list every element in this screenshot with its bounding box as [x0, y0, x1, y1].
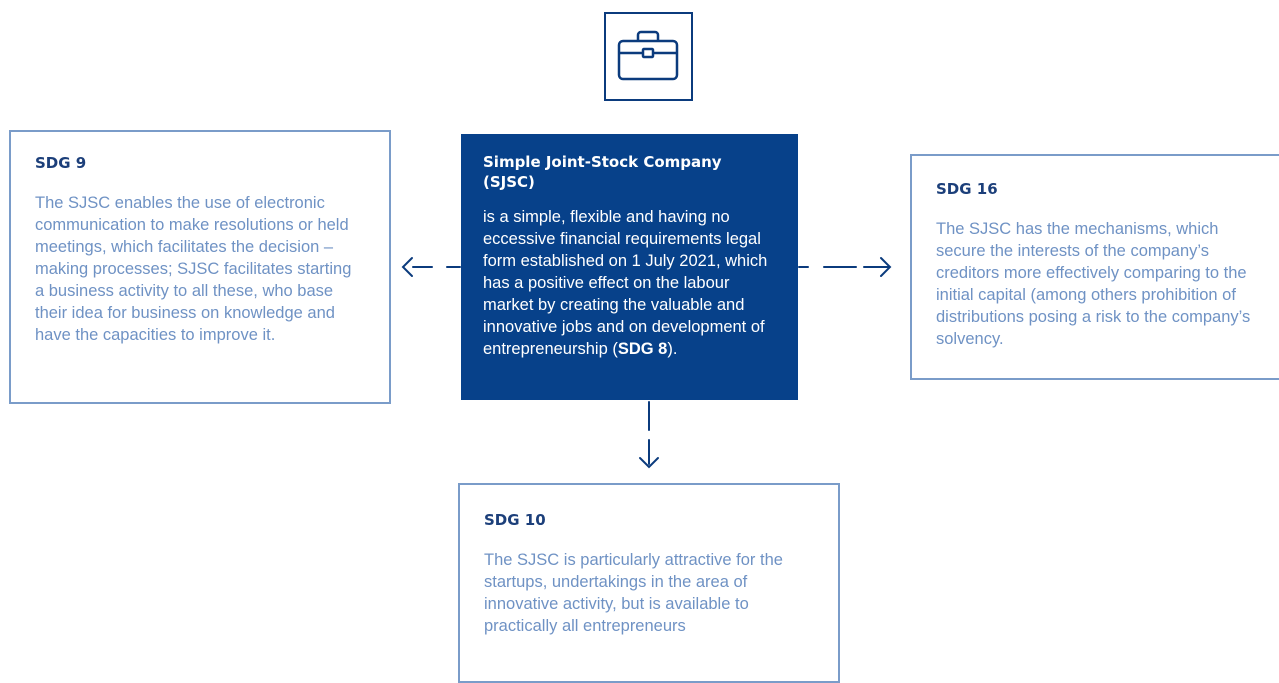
central-text-main: is a simple, flexible and having no ecce… [483, 208, 768, 358]
sdg-16-text: The SJSC has the mechanisms, which secur… [936, 220, 1251, 348]
central-text-sdg8: SDG 8 [617, 340, 668, 358]
left-arrowhead [401, 257, 413, 277]
down-arrowhead [639, 457, 659, 469]
sdg-16-box: SDG 16 The SJSC has the mechanisms, whic… [910, 154, 1279, 380]
sdg-16-heading: SDG 16 [936, 180, 998, 198]
sdg-9-heading: SDG 9 [35, 154, 87, 172]
central-text: is a simple, flexible and having no ecce… [483, 206, 776, 360]
sdg-9-box: SDG 9 The SJSC enables the use of electr… [9, 130, 391, 404]
sdg-10-heading: SDG 10 [484, 511, 546, 529]
briefcase-icon-frame [604, 12, 693, 101]
briefcase-icon [617, 30, 679, 81]
central-title: Simple Joint-Stock Company (SJSC) [483, 153, 722, 191]
sdg-10-box: SDG 10 The SJSC is particularly attracti… [458, 483, 840, 683]
sdg-9-text: The SJSC enables the use of electronic c… [35, 194, 352, 344]
connectors [401, 257, 892, 469]
central-text-end: ). [667, 340, 678, 358]
central-box: Simple Joint-Stock Company (SJSC) is a s… [461, 134, 798, 400]
right-arrowhead [880, 257, 892, 277]
sdg-10-text: The SJSC is particularly attractive for … [484, 551, 783, 635]
